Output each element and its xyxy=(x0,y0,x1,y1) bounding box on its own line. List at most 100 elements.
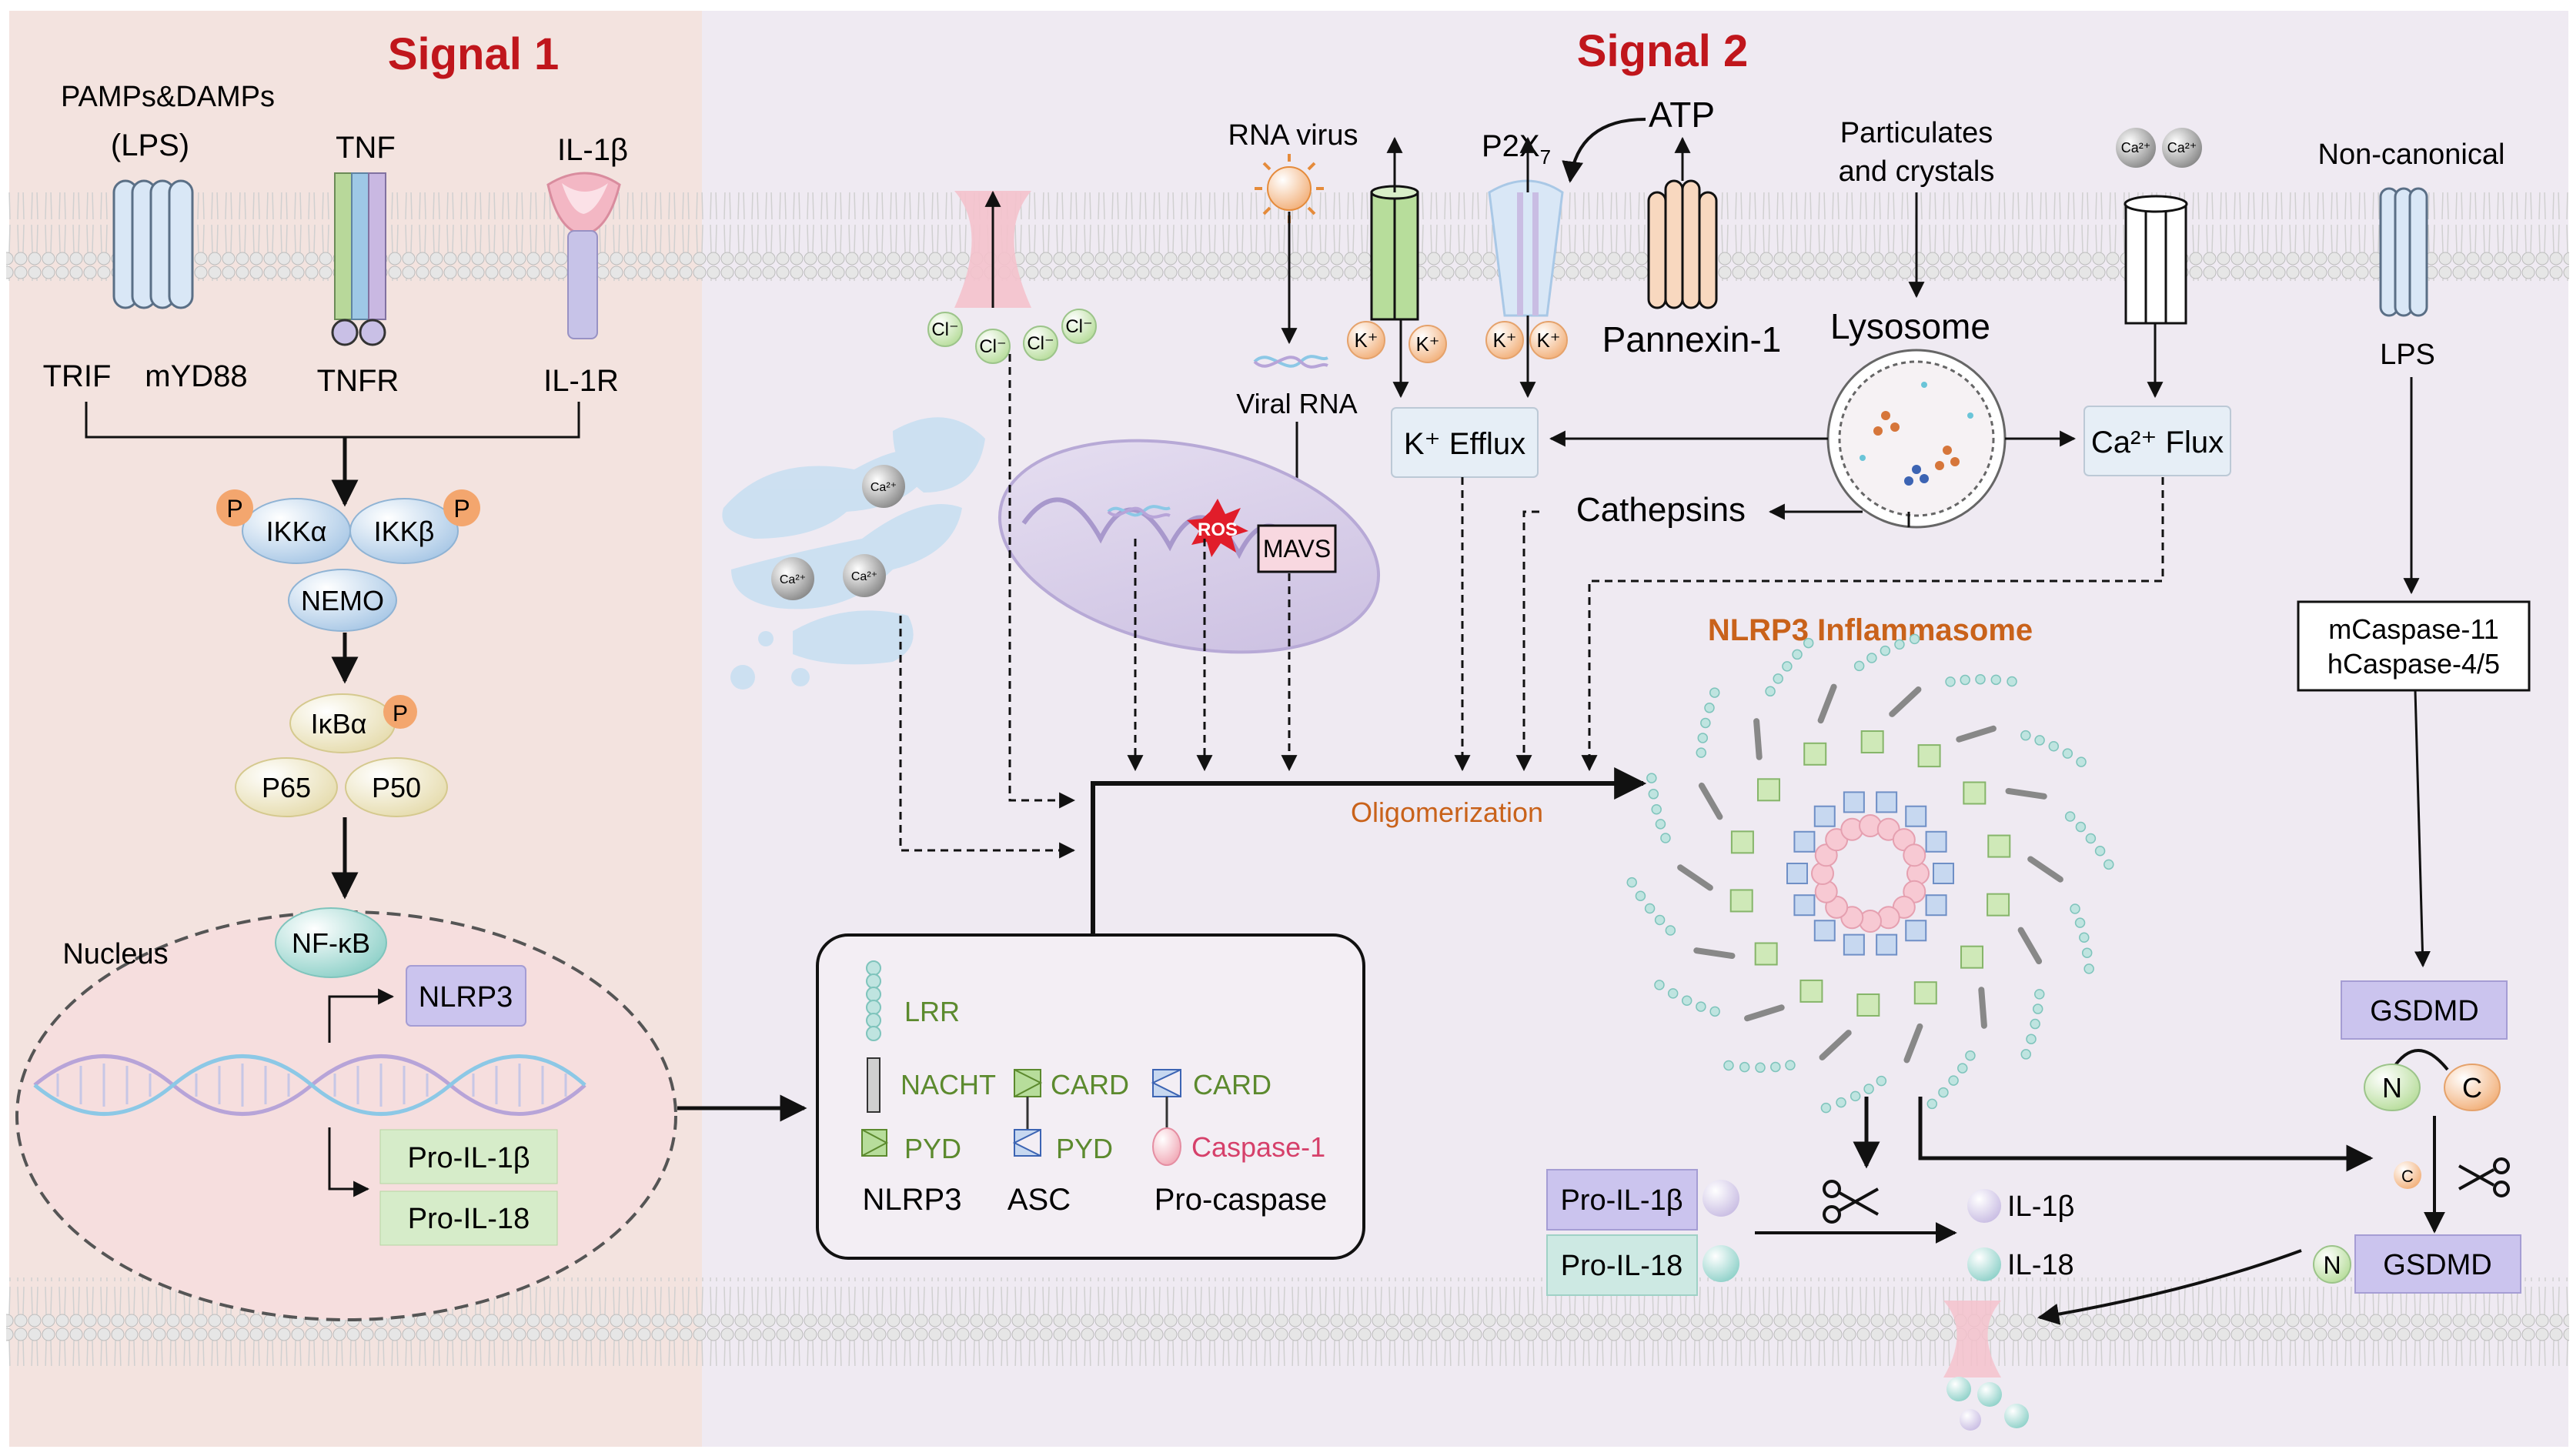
inflammasome-subunit xyxy=(2076,756,2087,767)
tlr4-receptor-icon xyxy=(112,179,194,309)
dashed-convergence-lines xyxy=(899,354,2164,859)
inflammasome-subunit xyxy=(2062,748,2073,759)
inflammasome-subunit xyxy=(1803,637,1814,649)
inflammasome-subunit xyxy=(1644,903,1656,914)
svg-text:ROS: ROS xyxy=(1198,519,1238,540)
inflammasome-subunit xyxy=(1667,988,1679,999)
er-calcium-ions: Ca²⁺ Ca²⁺ Ca²⁺ xyxy=(771,465,905,600)
inflammasome-title: NLRP3 Inflammasome xyxy=(1708,613,2033,647)
inflammasome-subunit xyxy=(1960,674,1970,686)
svg-text:Ca²⁺: Ca²⁺ xyxy=(780,573,806,586)
dna-helix-icon xyxy=(33,1054,586,1116)
caspase1-label: Caspase-1 xyxy=(1191,1131,1325,1163)
svg-text:Ca²⁺: Ca²⁺ xyxy=(870,481,897,494)
pro-il18-output-label: Pro-IL-18 xyxy=(1561,1250,1682,1282)
inflammasome-subunit xyxy=(1933,863,1954,884)
caspase-line2: hCaspase-4/5 xyxy=(2327,648,2500,680)
pro-il1b-output-bead xyxy=(1703,1180,1739,1217)
il1r-label: IL-1R xyxy=(543,364,619,398)
inflammasome-subunit xyxy=(1782,661,1793,672)
il18-bead xyxy=(1967,1247,2001,1281)
inflammasome-subunit xyxy=(1925,830,1947,853)
ros-burst-icon: ROS xyxy=(1187,499,1248,557)
phospho-ikka-label: P xyxy=(226,495,242,523)
arrow-gsdmd-to-pore xyxy=(2037,1249,2302,1325)
gsdmd-n-label: N xyxy=(2382,1072,2402,1104)
inflammasome-subunit xyxy=(1987,893,2010,917)
inflammasome-subunit xyxy=(1626,877,1637,888)
inflammasome-components-box xyxy=(816,933,1365,1260)
inflammasome-subunit xyxy=(2020,1049,2032,1060)
inflammasome-subunit xyxy=(1660,833,1671,843)
inflammasome-subunit xyxy=(1765,686,1776,697)
inflammasome-subunit xyxy=(2026,1034,2037,1044)
scissors-icon xyxy=(1823,1180,1879,1224)
inflammasome-subunit xyxy=(1894,639,1905,650)
inflammasome-subunit xyxy=(1836,1097,1846,1108)
gsdmd-n-box-label: GSDMD xyxy=(2383,1249,2491,1281)
il18-label: IL-18 xyxy=(2007,1249,2074,1281)
inflammasome-subunit xyxy=(1866,653,1877,663)
inflammasome-subunit xyxy=(2081,947,2093,958)
pro-il18-gene-label: Pro-IL-18 xyxy=(408,1203,530,1235)
particulates-label-1: Particulates xyxy=(1840,117,1993,149)
il1b-label: IL-1β xyxy=(2007,1191,2074,1223)
pro-il18-output-bead xyxy=(1703,1245,1739,1282)
inflammasome-subunit xyxy=(1773,673,1783,684)
il1r-receptor-icon xyxy=(546,172,621,339)
inflammasome-subunit xyxy=(1856,993,1880,1017)
inflammasome-subunit xyxy=(1963,781,1987,805)
inflammasome-subunit xyxy=(2030,1018,2040,1030)
myd88-label: mYD88 xyxy=(145,359,247,393)
p65-node xyxy=(235,757,338,817)
svg-text:Cl⁻: Cl⁻ xyxy=(1065,316,1092,337)
nacht-domain-icon xyxy=(867,1057,881,1113)
asc-pyd-icon xyxy=(1012,1129,1041,1157)
chloride-ions: Cl⁻ Cl⁻ Cl⁻ Cl⁻ xyxy=(927,309,1097,364)
gsdmd-scissors-icon xyxy=(2458,1157,2510,1197)
inflammasome-subunit xyxy=(1863,1084,1874,1094)
inflammasome-subunit xyxy=(2070,903,2080,914)
gsdmd-pore-icon xyxy=(1943,1301,2029,1431)
lrr-label: LRR xyxy=(904,996,960,1027)
inflammasome-subunit xyxy=(1651,803,1662,815)
ikba-label: IκBα xyxy=(311,708,367,740)
calcium-channel-icon xyxy=(2124,195,2188,325)
inflammasome-subunit xyxy=(2017,927,2043,965)
caspase1-domain-icon xyxy=(1152,1127,1181,1166)
inflammasome-subunit xyxy=(2083,963,2094,974)
ikkb-node xyxy=(349,498,459,564)
inflammasome-subunit xyxy=(1693,947,1736,960)
nfkb-label: NF-κB xyxy=(292,927,370,959)
caspase-line1: mCaspase-11 xyxy=(2328,613,2498,645)
inflammasome-subunit xyxy=(1744,1004,1785,1022)
inflammasome-subunit xyxy=(1770,1061,1781,1073)
mavs-label: MAVS xyxy=(1263,535,1331,563)
inflammasome-subunit xyxy=(1820,1102,1832,1114)
inflammasome-subunit xyxy=(1813,805,1836,827)
inflammasome-subunit xyxy=(1880,645,1891,656)
inflammasome-subunit xyxy=(1975,673,1986,685)
inflammasome-subunit xyxy=(2034,735,2045,746)
arrow-inflammasome-to-gsdmd xyxy=(1918,1097,2374,1172)
rna-virus-label: RNA virus xyxy=(1228,119,1358,152)
svg-text:K⁺: K⁺ xyxy=(1536,329,1560,352)
inflammasome-subunit xyxy=(1754,942,1778,966)
nlrp3-component-label: NLRP3 xyxy=(863,1183,962,1217)
ca-flux-box xyxy=(2083,406,2231,476)
inflammasome-subunit xyxy=(1696,1001,1706,1012)
gsdmd-n-domain xyxy=(2364,1064,2421,1111)
arrow-atp-to-p2x7 xyxy=(1562,118,1646,183)
nucleus-label: Nucleus xyxy=(62,938,168,970)
ikkb-label: IKKβ xyxy=(374,516,435,547)
lysosome-label: Lysosome xyxy=(1830,306,1990,346)
inflammasome-subunit xyxy=(2005,787,2047,800)
inflammasome-subunit xyxy=(1876,791,1898,813)
pro-il1b-gene-box xyxy=(379,1129,558,1184)
inflammasome-subunit xyxy=(1803,742,1827,766)
inflammasome-subunit xyxy=(1876,933,1898,956)
phospho-ikkb-icon xyxy=(443,489,480,526)
inflammasome-subunit xyxy=(1945,676,1956,687)
phospho-ikba-label: P xyxy=(393,701,408,726)
pannexin-channel-icon xyxy=(1647,136,1718,309)
